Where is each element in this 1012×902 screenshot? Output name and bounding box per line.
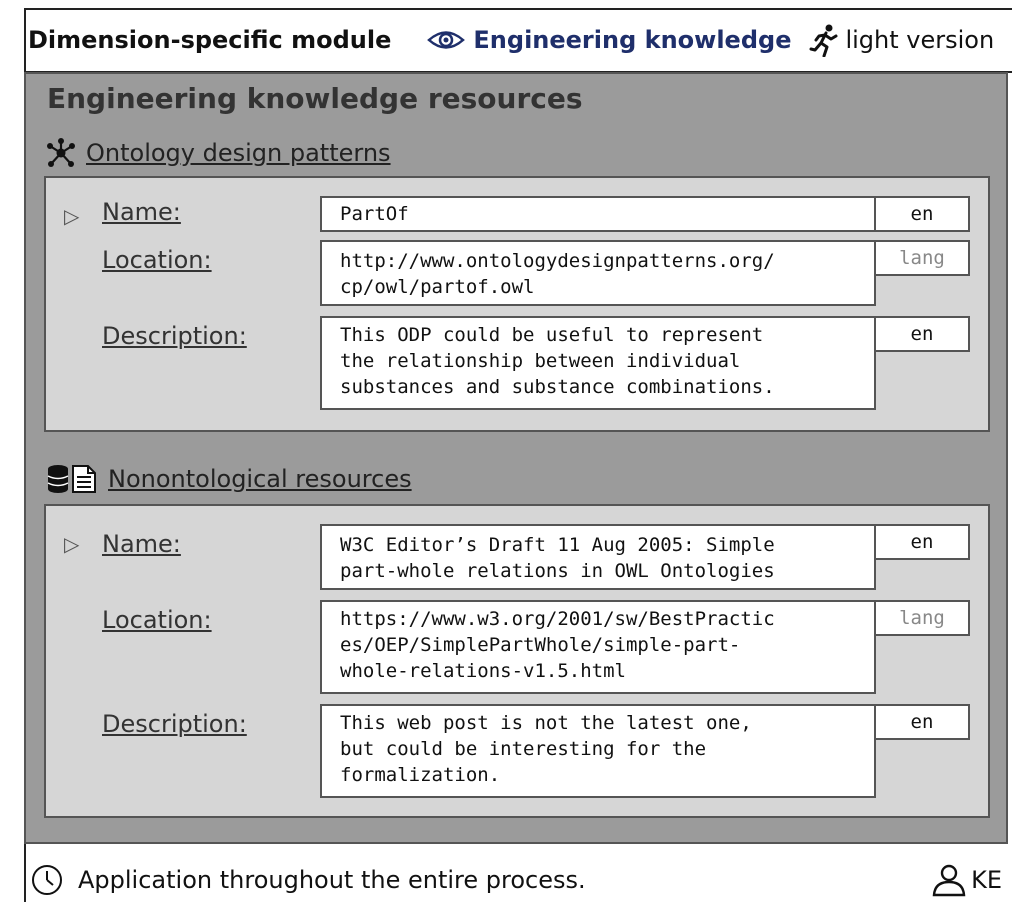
light-version-toggle[interactable]: light version [809,23,994,57]
description-field[interactable]: This ODP could be useful to represent th… [320,316,876,410]
expand-triangle-icon[interactable]: ▷ [64,204,80,228]
name-label[interactable]: Name: [102,530,181,558]
expand-triangle-icon[interactable]: ▷ [64,532,80,556]
eye-icon [427,31,466,49]
footer-text: Application throughout the entire proces… [78,866,586,894]
name-lang-field[interactable]: en [874,196,970,232]
description-label[interactable]: Description: [102,322,247,350]
location-lang-field[interactable]: lang [874,240,970,276]
name-field[interactable]: W3C Editor’s Draft 11 Aug 2005: Simple p… [320,524,876,590]
name-lang-field[interactable]: en [874,524,970,560]
description-field[interactable]: This web post is not the latest one, but… [320,704,876,798]
location-field[interactable]: https://www.w3.org/2001/sw/BestPractic e… [320,600,876,694]
name-label[interactable]: Name: [102,198,181,226]
database-document-icon [47,465,96,493]
module-label: Dimension-specific module [28,26,392,54]
role-indicator: KE [931,863,1002,897]
role-label: KE [971,866,1002,894]
user-icon [932,864,966,897]
view-label: Engineering knowledge [473,26,792,54]
view-toggle[interactable]: Engineering knowledge [427,26,791,54]
header-bar: Dimension-specific module Engineering kn… [26,10,1012,70]
section-heading-link[interactable]: Nonontological resources [108,465,412,493]
name-field[interactable]: PartOf [320,196,876,232]
clock-icon [32,865,62,895]
footer: Application throughout the entire proces… [30,860,1010,900]
network-icon [47,138,75,167]
description-lang-field[interactable]: en [874,704,970,740]
description-label[interactable]: Description: [102,710,247,738]
running-person-icon [809,24,838,57]
section-heading-link[interactable]: Ontology design patterns [86,139,391,167]
description-lang-field[interactable]: en [874,316,970,352]
light-version-label: light version [845,26,995,54]
location-label[interactable]: Location: [102,246,212,274]
section-nonontological-resources[interactable]: Nonontological resources [46,464,412,494]
location-field[interactable]: http://www.ontologydesignpatterns.org/ c… [320,240,876,306]
location-label[interactable]: Location: [102,606,212,634]
section-ontology-design-patterns[interactable]: Ontology design patterns [46,138,391,168]
panel-title: Engineering knowledge resources [47,82,583,115]
location-lang-field[interactable]: lang [874,600,970,636]
